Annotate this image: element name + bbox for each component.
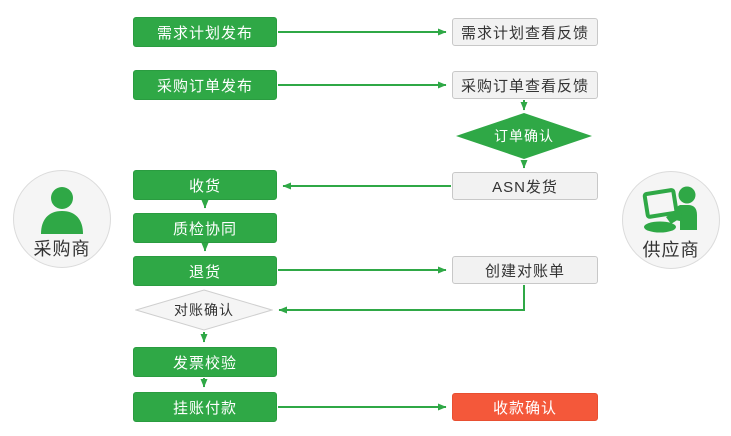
node-label: 对账确认	[174, 302, 234, 318]
node-po-publish: 采购订单发布	[133, 70, 277, 100]
node-label: 创建对账单	[484, 262, 565, 280]
node-label: 收货	[188, 177, 221, 195]
buyer-person-icon	[36, 184, 88, 234]
arrow-statement-to-confirm	[278, 285, 525, 314]
node-invoice-check: 发票校验	[133, 347, 277, 377]
node-po-feedback: 采购订单查看反馈	[452, 71, 598, 99]
node-demand-plan-feedback: 需求计划查看反馈	[452, 18, 598, 46]
node-return-goods: 退货	[133, 256, 277, 286]
actor-supplier-label: 供应商	[642, 240, 700, 260]
node-statement-confirm: 对账确认	[135, 289, 273, 331]
node-receive: 收货	[133, 170, 277, 200]
node-label: 退货	[188, 263, 221, 281]
node-label: 发票校验	[172, 354, 237, 372]
node-asn-ship: ASN发货	[452, 172, 598, 200]
node-payment: 挂账付款	[133, 392, 277, 422]
node-demand-plan-publish: 需求计划发布	[133, 17, 277, 47]
node-label: 采购订单发布	[156, 77, 253, 95]
diamond-shape	[456, 113, 592, 159]
node-label: 质检协同	[172, 220, 237, 238]
node-label: 采购订单查看反馈	[460, 77, 589, 95]
diamond-shape	[135, 289, 273, 331]
supplier-laptop-person-icon	[642, 185, 700, 235]
node-create-statement: 创建对账单	[452, 256, 598, 284]
node-label: 订单确认	[494, 128, 554, 144]
node-quality-collab: 质检协同	[133, 213, 277, 243]
actor-buyer-label: 采购商	[33, 239, 91, 259]
node-order-confirm: 订单确认	[456, 113, 592, 159]
node-label: 收款确认	[492, 399, 557, 417]
node-receipt-confirm: 收款确认	[452, 393, 598, 421]
node-label: 需求计划发布	[156, 24, 253, 42]
node-label: 挂账付款	[172, 399, 237, 417]
actor-buyer: 采购商	[13, 170, 111, 268]
node-label: ASN发货	[492, 178, 558, 196]
node-label: 需求计划查看反馈	[460, 24, 589, 42]
actor-supplier: 供应商	[622, 171, 720, 269]
